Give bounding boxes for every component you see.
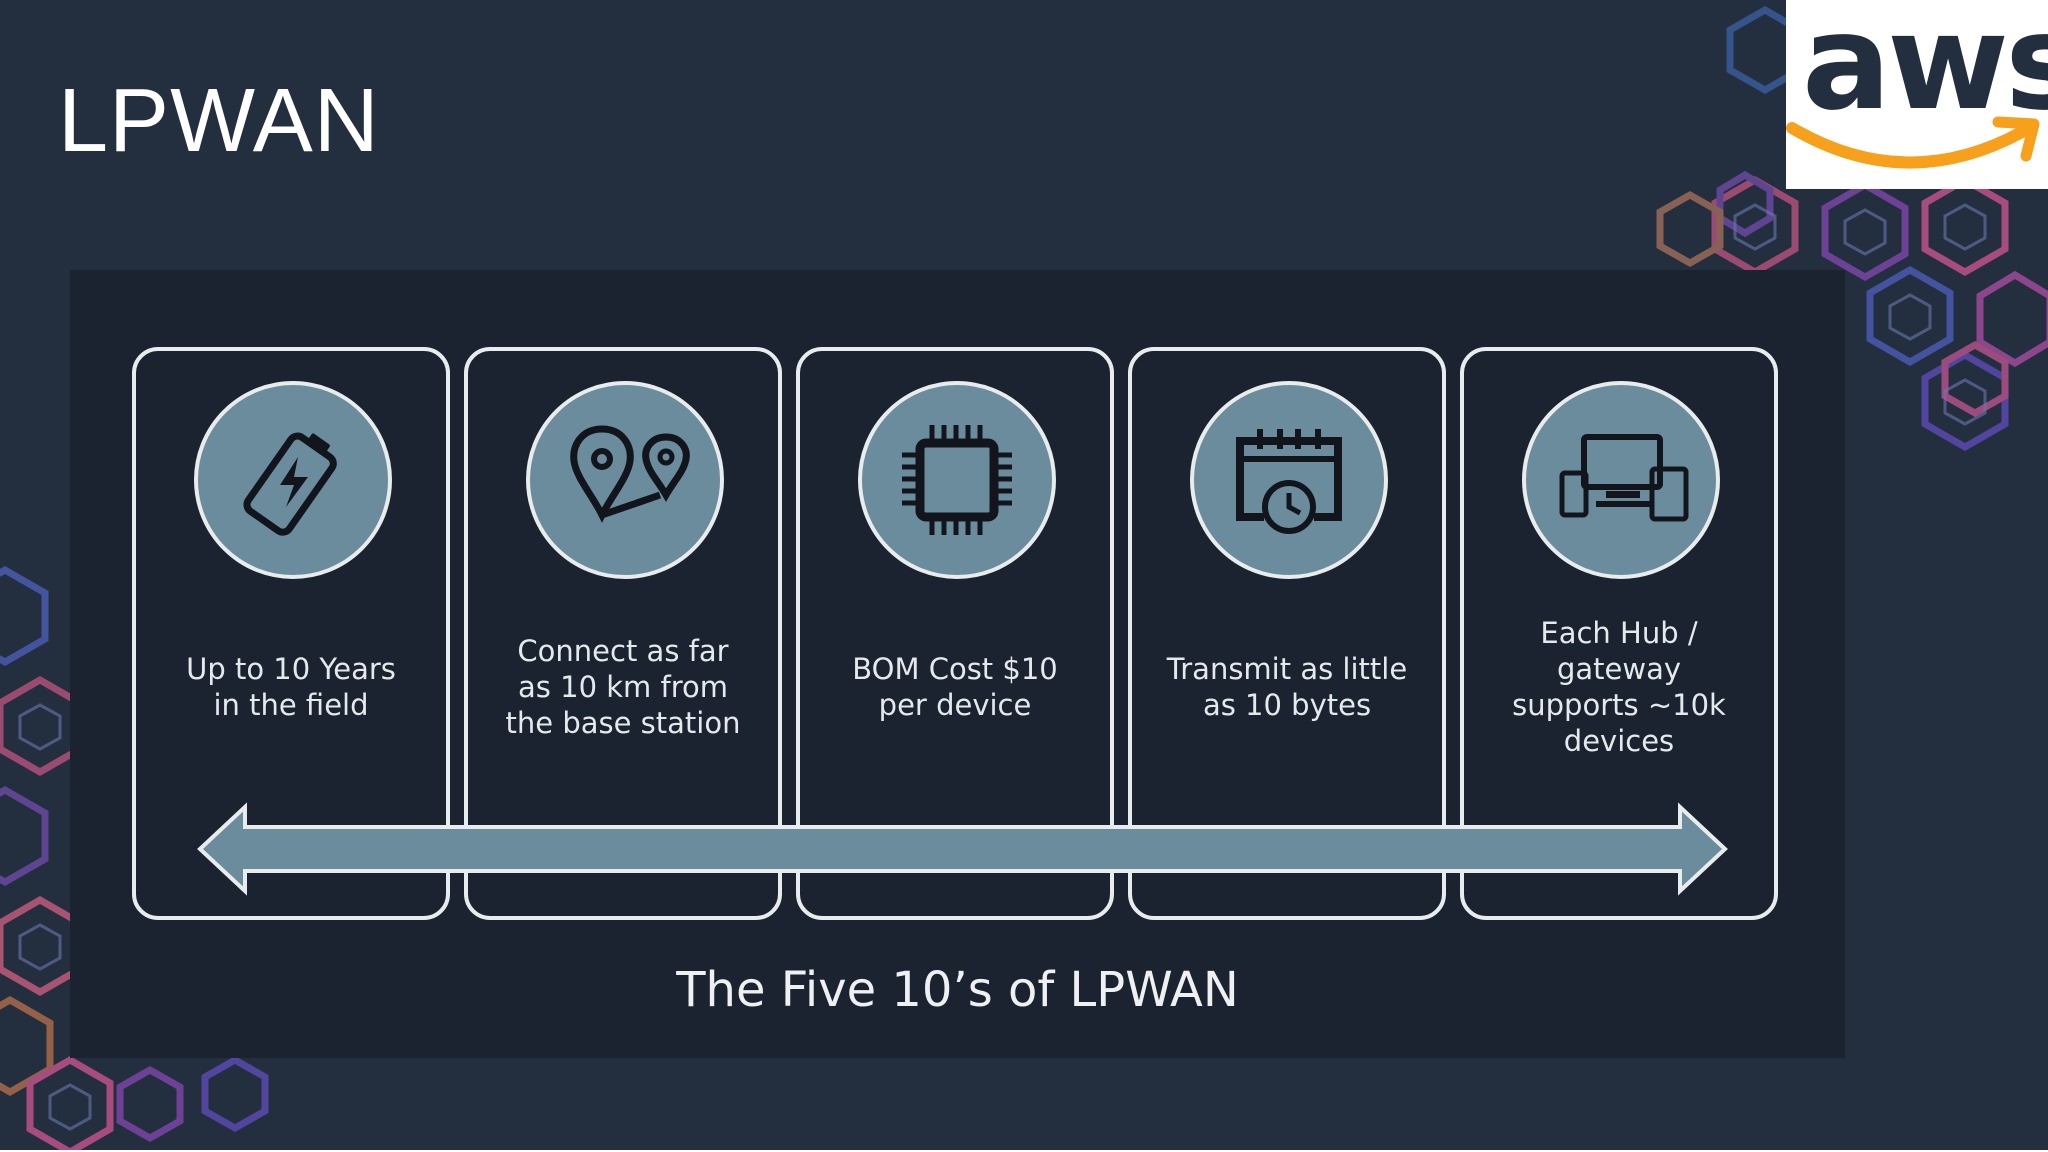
- double-headed-arrow: [197, 802, 1728, 896]
- devices-icon: [1559, 434, 1689, 522]
- card-text: Transmit as little as 10 bytes: [1166, 651, 1408, 722]
- map-route-pins-icon: [570, 425, 690, 523]
- card-text: Up to 10 Years in the field: [186, 651, 396, 722]
- aws-logo: aws: [1786, 0, 2048, 189]
- card-gateway-capacity: Each Hub / gateway supports ~10k devices: [1460, 347, 1778, 920]
- card-payload: Transmit as little as 10 bytes: [1128, 347, 1446, 920]
- icon-circle: [1522, 381, 1720, 579]
- bottom-border: [0, 1150, 2048, 1152]
- card-text: Each Hub / gateway supports ~10k devices: [1512, 615, 1726, 758]
- aws-smile-arrow-icon: [1786, 116, 2040, 169]
- diagram-caption: The Five 10’s of LPWAN: [676, 962, 1239, 1018]
- icon-circle: [194, 381, 392, 579]
- diagram-panel: Up to 10 Years in the field Connect as f…: [70, 270, 1845, 1058]
- card-bom-cost: BOM Cost $10 per device: [796, 347, 1114, 920]
- card-text: Connect as far as 10 km from the base st…: [505, 633, 741, 740]
- icon-circle: [526, 381, 724, 579]
- card-text: BOM Cost $10 per device: [852, 651, 1058, 722]
- microchip-icon: [902, 425, 1012, 535]
- calendar-clock-icon: [1236, 429, 1342, 534]
- aws-logo-text: aws: [1802, 0, 2048, 140]
- slide-title: LPWAN: [58, 71, 380, 171]
- card-range: Connect as far as 10 km from the base st…: [464, 347, 782, 920]
- icon-circle: [858, 381, 1056, 579]
- battery-charging-icon: [243, 432, 337, 536]
- card-battery-life: Up to 10 Years in the field: [132, 347, 450, 920]
- icon-circle: [1190, 381, 1388, 579]
